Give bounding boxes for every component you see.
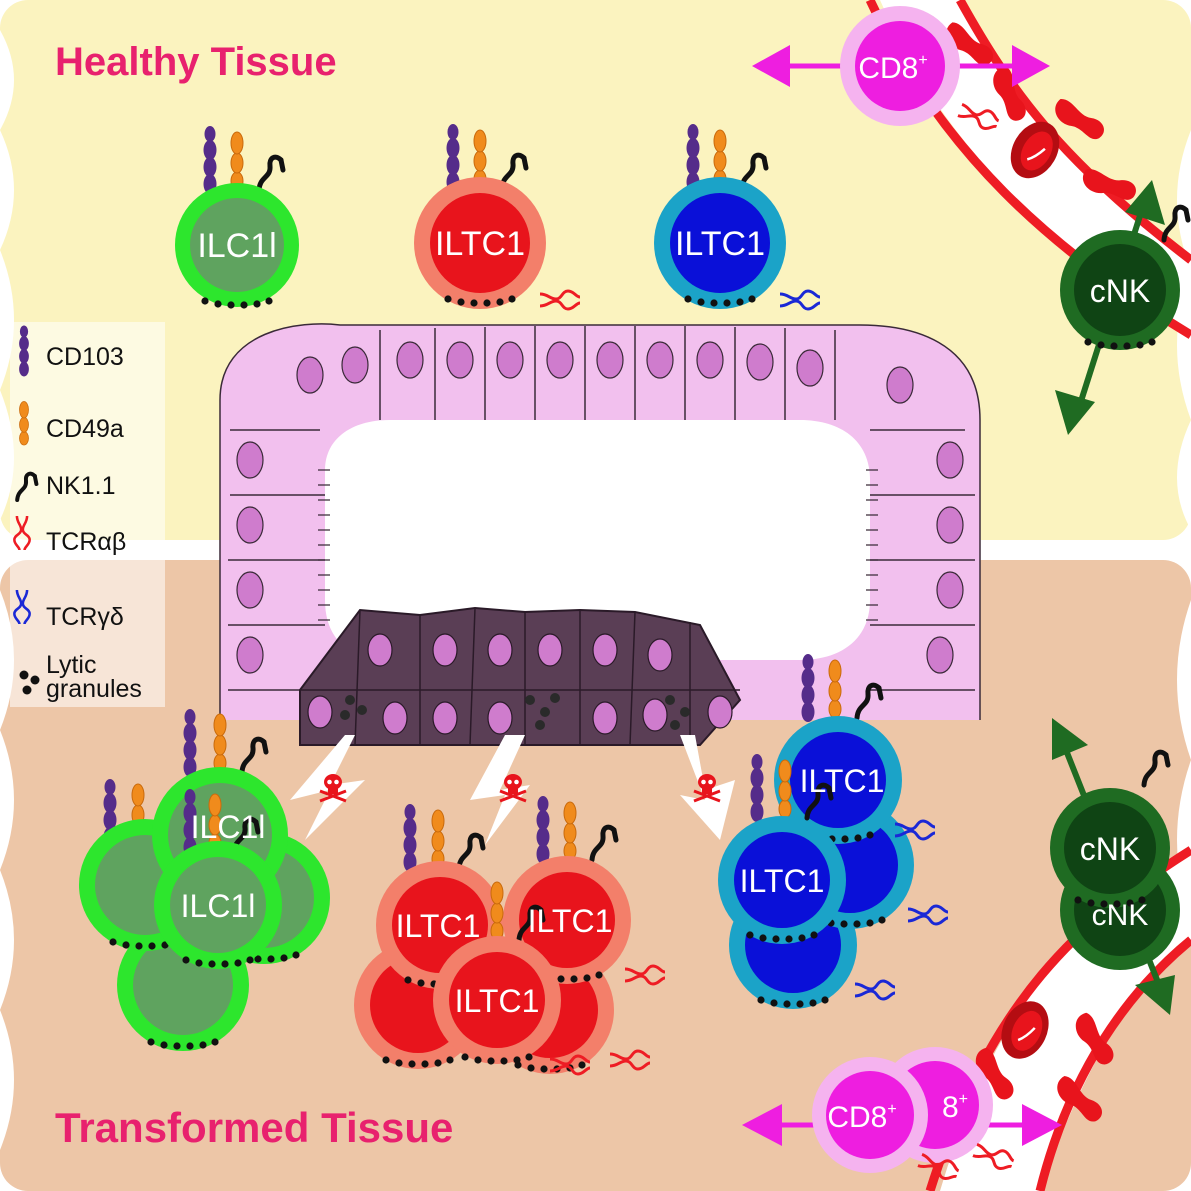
legend-item-tcrab: TCRαβ bbox=[13, 514, 126, 556]
legend-item-cd103: CD103 bbox=[19, 325, 124, 377]
legend-label: CD49a bbox=[46, 415, 124, 443]
iltc1-label: ILTC1 bbox=[455, 983, 540, 1019]
cnk-cells-transformed: cNK cNK bbox=[1050, 718, 1180, 1015]
healthy-tissue-title: Healthy Tissue bbox=[55, 40, 337, 84]
cd8-partial-label: 8 bbox=[942, 1091, 959, 1124]
iltc1-gd-cell-healthy: ILTC1 bbox=[654, 124, 822, 311]
ilc1-cell-healthy: ILC1l bbox=[175, 126, 299, 309]
cnk-label: cNK bbox=[1090, 273, 1150, 309]
cd49a-receptor-icon bbox=[19, 401, 29, 446]
cd8-label: CD8 bbox=[827, 1101, 887, 1134]
transformed-epithelium bbox=[299, 606, 742, 746]
legend-item-granules: Lytic granules bbox=[19, 651, 142, 703]
transformed-tissue-title: Transformed Tissue bbox=[55, 1104, 453, 1151]
iltc1-ab-cell-healthy: ILTC1 bbox=[414, 124, 582, 311]
cd103-receptor-icon bbox=[19, 325, 29, 377]
cnk-cell-healthy: cNK bbox=[1055, 180, 1188, 435]
ilc1-label: ILC1l bbox=[191, 809, 266, 845]
cd8-superscript: + bbox=[959, 1091, 968, 1108]
ilc1-label: ILC1l bbox=[197, 227, 276, 265]
legend-item-tcrgd: TCRγδ bbox=[13, 588, 124, 631]
cd8-cell-healthy: CD8+ bbox=[752, 6, 1050, 134]
ilc1-cluster-transformed: ILC1l ILC1l bbox=[79, 709, 330, 1051]
legend-label: TCRαβ bbox=[46, 528, 126, 556]
cd8-cells-transformed: CD8+ 8+ bbox=[742, 1047, 1062, 1184]
legend-label: NK1.1 bbox=[46, 472, 115, 500]
iltc1-label: ILTC1 bbox=[675, 225, 765, 263]
iltc1-label: ILTC1 bbox=[528, 903, 613, 939]
iltc1-label: ILTC1 bbox=[435, 225, 525, 263]
cytotoxic-killing-signals bbox=[290, 735, 735, 845]
iltc1-label: ILTC1 bbox=[740, 863, 825, 899]
legend-item-cd49a: CD49a bbox=[19, 401, 124, 446]
legend-label: granules bbox=[46, 675, 142, 703]
iltc1-gd-cluster-transformed: ILTC1 ILTC1 bbox=[718, 654, 950, 1009]
svg-text:CD8+: CD8+ bbox=[858, 52, 927, 85]
cnk-label: cNK bbox=[1092, 899, 1149, 932]
svg-text:CD8+: CD8+ bbox=[827, 1101, 896, 1134]
legend-label: CD103 bbox=[46, 343, 124, 371]
legend-item-nk11: NK1.1 bbox=[17, 472, 115, 500]
ilc1-label: ILC1l bbox=[181, 888, 256, 924]
iltc1-label: ILTC1 bbox=[800, 763, 885, 799]
cd8-label: CD8 bbox=[858, 52, 918, 85]
svg-text:8+: 8+ bbox=[942, 1091, 968, 1124]
legend: CD103 CD49a NK1.1 TCRαβ TCRγδ Lytic gran… bbox=[10, 322, 165, 707]
legend-label: TCRγδ bbox=[46, 603, 124, 631]
cd8-superscript: + bbox=[887, 1101, 896, 1118]
cnk-label: cNK bbox=[1080, 831, 1140, 867]
legend-label: Lytic bbox=[46, 651, 96, 679]
iltc1-ab-cluster-transformed: ILTC1 ILTC1 ILTC1 bbox=[354, 796, 667, 1076]
cd8-superscript: + bbox=[918, 52, 927, 69]
iltc1-label: ILTC1 bbox=[396, 908, 481, 944]
lytic-granules-icon bbox=[19, 670, 40, 695]
